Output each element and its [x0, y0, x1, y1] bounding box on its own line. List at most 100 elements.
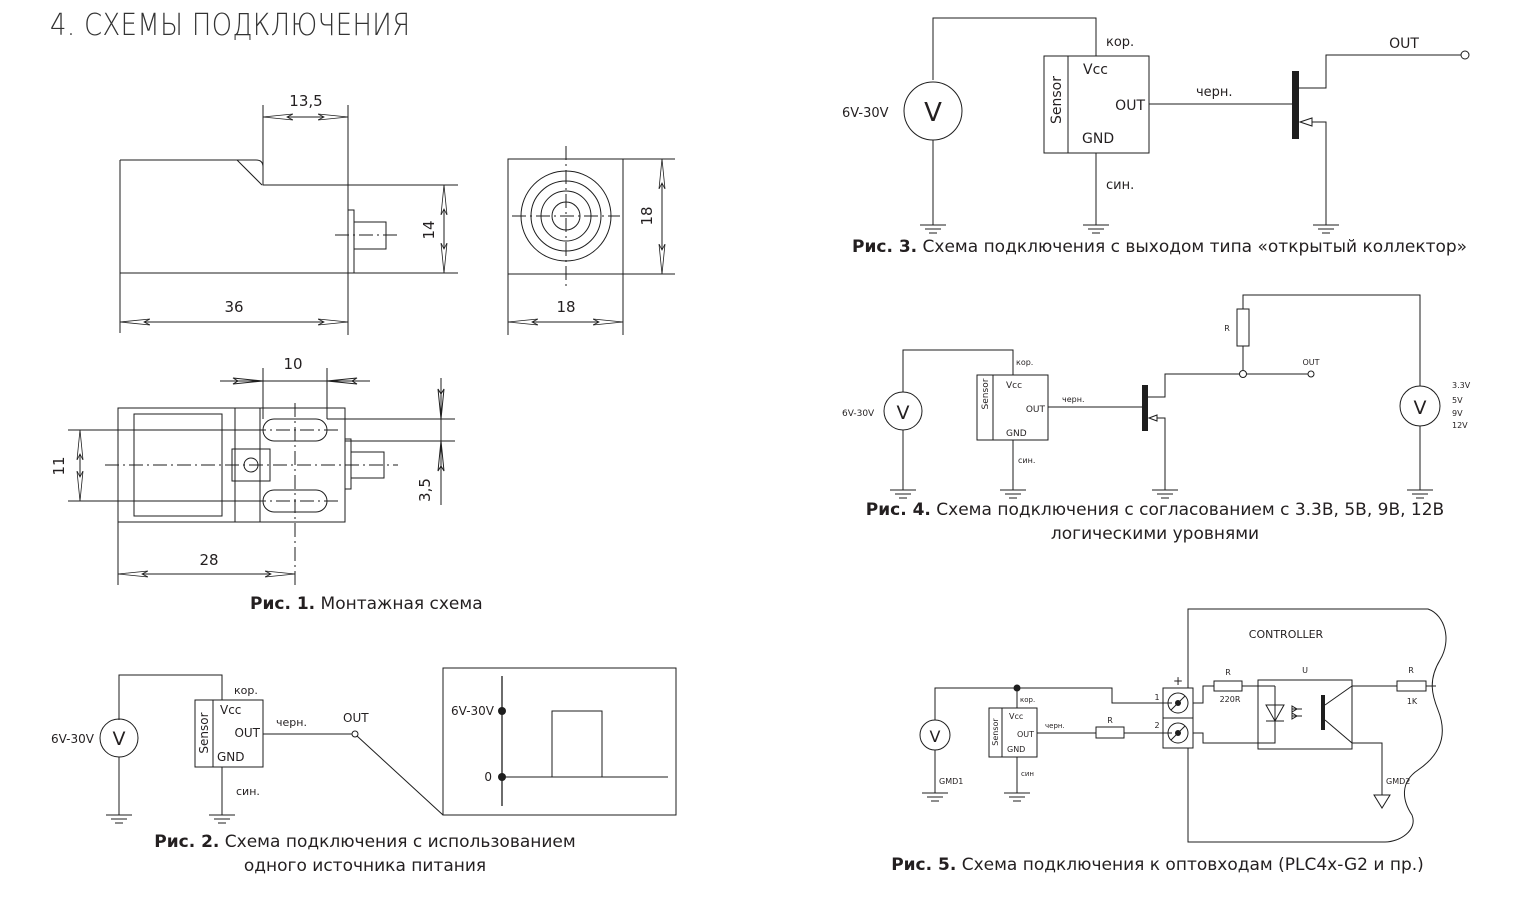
fig2-caption: Рис. 2. Схема подключения с использовани… — [154, 832, 576, 876]
ground-icon — [919, 224, 947, 234]
svg-text:GMD2: GMD2 — [1386, 777, 1410, 786]
svg-text:черн.: черн. — [1062, 395, 1085, 404]
svg-text:CONTROLLER: CONTROLLER — [1249, 628, 1324, 641]
svg-text:черн.: черн. — [276, 716, 307, 729]
svg-text:R: R — [1107, 716, 1113, 725]
ground-icon — [1312, 224, 1340, 234]
ground-icon — [1151, 489, 1179, 499]
ground-icon — [208, 814, 236, 824]
out-terminal-icon — [1307, 370, 1315, 378]
ground-icon — [999, 489, 1027, 499]
dim-18-width: 18 — [556, 298, 575, 316]
svg-text:OUT: OUT — [1017, 730, 1034, 739]
resistor-icon — [1095, 726, 1125, 739]
ground-icon — [1373, 794, 1391, 809]
ground-icon — [1003, 792, 1031, 802]
svg-text:1K: 1K — [1407, 697, 1418, 706]
svg-text:+: + — [1173, 674, 1183, 688]
svg-text:OUT: OUT — [1026, 405, 1046, 415]
svg-text:кор.: кор. — [1020, 696, 1035, 704]
svg-text:GND: GND — [1007, 745, 1025, 754]
svg-text:черн.: черн. — [1196, 85, 1233, 100]
svg-text:2: 2 — [1154, 721, 1159, 730]
resistor-icon — [1213, 680, 1243, 692]
transistor-icon — [1142, 385, 1148, 431]
page-title: 4. СХЕМЫ ПОДКЛЮЧЕНИЯ — [50, 8, 411, 43]
fig4-caption: Рис. 4. Схема подключения с согласование… — [865, 500, 1445, 544]
fig1-caption: Рис. 1. Монтажная схема — [250, 594, 483, 614]
svg-text:GND: GND — [217, 750, 245, 764]
svg-text:кор.: кор. — [1106, 35, 1134, 50]
svg-text:Vcc: Vcc — [220, 703, 241, 717]
logic-level: 5V — [1452, 396, 1463, 405]
ground-icon — [889, 489, 917, 499]
dim-14: 14 — [420, 220, 438, 239]
svg-text:OUT: OUT — [343, 711, 369, 725]
svg-text:GMD1: GMD1 — [939, 777, 963, 786]
fig3-circuit: V 6V-30V Sensor Vcc OUT GND кор. черн. с… — [842, 17, 1470, 234]
logic-level: 9V — [1452, 409, 1463, 418]
svg-text:V: V — [1414, 397, 1427, 419]
svg-text:Vcc: Vcc — [1006, 381, 1022, 391]
svg-text:Sensor: Sensor — [1049, 76, 1065, 124]
svg-text:0: 0 — [484, 770, 492, 784]
svg-text:GND: GND — [1082, 131, 1114, 147]
fig1-top-view: 10 11 3,5 28 — [50, 355, 455, 585]
fig2-circuit: V 6V-30V Sensor Vcc OUT GND кор. черн. с… — [51, 667, 677, 824]
dim-10: 10 — [283, 355, 302, 373]
ground-icon — [1082, 224, 1110, 234]
svg-text:черн.: черн. — [1045, 722, 1065, 730]
svg-text:Sensor: Sensor — [991, 718, 1000, 746]
resistor-icon — [1396, 680, 1427, 692]
out-terminal-icon — [351, 730, 359, 738]
dim-36: 36 — [224, 298, 243, 316]
optocoupler-u — [1257, 679, 1353, 750]
phototransistor-icon — [1321, 695, 1325, 730]
svg-text:OUT: OUT — [1115, 98, 1145, 114]
ground-icon — [921, 792, 949, 802]
svg-text:OUT: OUT — [1389, 36, 1419, 52]
dim-11: 11 — [50, 456, 68, 475]
out-terminal-icon — [1460, 50, 1470, 60]
svg-text:R: R — [1408, 666, 1414, 675]
fig3-caption: Рис. 3. Схема подключения с выходом типа… — [852, 237, 1468, 257]
svg-text:R: R — [1224, 324, 1230, 333]
fig5-caption: Рис. 5. Схема подключения к оптовходам (… — [891, 855, 1424, 875]
svg-text:6V-30V: 6V-30V — [842, 409, 875, 419]
svg-text:6V-30V: 6V-30V — [451, 704, 495, 718]
dim-28: 28 — [199, 551, 218, 569]
svg-text:V: V — [897, 402, 910, 424]
svg-text:син: син — [1021, 770, 1034, 778]
svg-text:кор.: кор. — [234, 684, 258, 697]
dim-3-5: 3,5 — [416, 478, 434, 502]
svg-text:OUT: OUT — [234, 726, 260, 740]
svg-text:Vcc: Vcc — [1009, 712, 1023, 721]
svg-text:6V-30V: 6V-30V — [51, 732, 95, 746]
resistor-icon — [1236, 308, 1250, 347]
svg-text:Vcc: Vcc — [1083, 62, 1108, 78]
svg-text:GND: GND — [1006, 429, 1027, 439]
dim-18-height: 18 — [638, 206, 656, 225]
svg-text:Sensor: Sensor — [197, 712, 211, 753]
svg-text:Sensor: Sensor — [981, 378, 991, 409]
fig1-side-view: 13,5 36 14 — [119, 92, 458, 335]
ground-icon — [1406, 489, 1434, 499]
svg-text:V: V — [930, 727, 941, 746]
logic-level: 12V — [1452, 421, 1468, 430]
svg-text:кор.: кор. — [1016, 358, 1033, 367]
svg-text:U: U — [1302, 666, 1308, 675]
dim-13-5: 13,5 — [289, 92, 322, 110]
transistor-icon — [1292, 71, 1299, 139]
svg-text:1: 1 — [1154, 693, 1159, 702]
svg-text:V: V — [924, 98, 942, 128]
logic-level: 3.3V — [1452, 381, 1471, 390]
svg-text:R: R — [1225, 668, 1231, 677]
svg-text:син.: син. — [236, 785, 260, 798]
svg-text:6V-30V: 6V-30V — [842, 106, 889, 121]
svg-text:V: V — [113, 728, 126, 750]
controller-outline — [1187, 608, 1447, 843]
svg-text:220R: 220R — [1220, 695, 1241, 704]
svg-text:OUT: OUT — [1302, 358, 1319, 367]
output-graph-box — [442, 667, 677, 816]
